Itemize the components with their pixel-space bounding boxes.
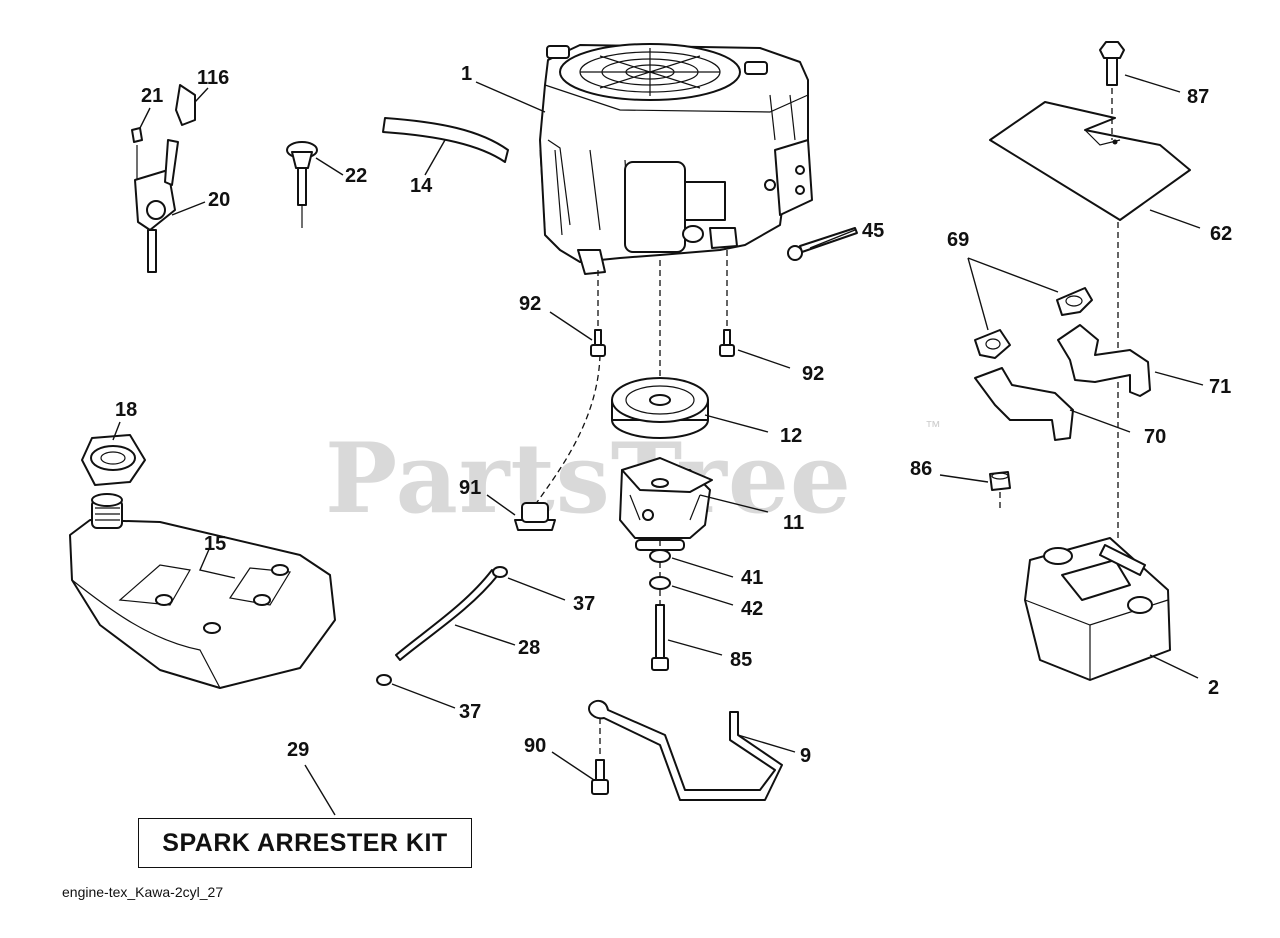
bracket-9	[588, 699, 783, 801]
washer-42	[649, 576, 671, 590]
callout-116: 116	[197, 67, 229, 89]
callout-11: 11	[783, 512, 804, 534]
callout-9: 9	[800, 745, 811, 767]
callout-22: 22	[345, 165, 367, 187]
fuel-hose-14	[382, 117, 509, 163]
exhaust-pipe-70	[974, 367, 1074, 441]
callout-2: 2	[1208, 677, 1219, 699]
callout-15: 15	[204, 533, 226, 555]
callout-42: 42	[741, 598, 763, 620]
muffler-2	[1024, 537, 1171, 681]
gasket-69-lower	[974, 329, 1011, 359]
callout-86: 86	[910, 458, 932, 480]
callout-28: 28	[518, 637, 540, 659]
callout-92-right: 92	[802, 363, 824, 385]
fuel-line-28	[395, 569, 499, 661]
callout-85: 85	[730, 649, 752, 671]
callout-87: 87	[1187, 86, 1209, 108]
watermark-trademark: ™	[925, 419, 941, 436]
bolt-85	[651, 604, 669, 671]
bolt-90	[591, 759, 609, 795]
callout-labels: 1 2 9 11 12 14 15 18 20 21 22 28 29 37 3…	[115, 63, 1232, 767]
drain-plug-22	[286, 141, 318, 228]
callout-14: 14	[410, 175, 433, 197]
callout-12: 12	[780, 425, 802, 447]
callout-90: 90	[524, 735, 546, 757]
callout-29: 29	[287, 739, 309, 761]
callout-41: 41	[741, 567, 763, 589]
watermark-text: PartsTree	[325, 422, 852, 535]
heat-shield-62	[989, 101, 1191, 221]
callout-70: 70	[1144, 426, 1166, 448]
callout-37-bottom: 37	[459, 701, 481, 723]
pulley	[611, 377, 709, 439]
callout-20: 20	[208, 189, 230, 211]
callout-92-left: 92	[519, 293, 541, 315]
callout-21: 21	[141, 85, 163, 107]
spacer-91	[514, 502, 556, 531]
callout-91: 91	[459, 477, 481, 499]
callout-1: 1	[461, 63, 472, 85]
callout-62: 62	[1210, 223, 1232, 245]
throttle-control	[131, 84, 196, 273]
callout-37-top: 37	[573, 593, 595, 615]
clamp-37-bottom	[376, 674, 392, 686]
callout-69: 69	[947, 229, 969, 251]
callout-45: 45	[862, 220, 884, 242]
clamp-37-top	[492, 566, 508, 578]
spark-arrester-kit-label: SPARK ARRESTER KIT	[162, 828, 448, 857]
exhaust-pipe-71	[1057, 324, 1151, 397]
callout-18: 18	[115, 399, 137, 421]
spark-arrester-kit-box: SPARK ARRESTER KIT	[138, 818, 472, 868]
washer-41	[649, 549, 671, 563]
engine-assembly	[539, 43, 813, 275]
callout-71: 71	[1209, 376, 1231, 398]
bolt-92-left	[590, 329, 606, 357]
fuel-tank-15	[69, 493, 336, 689]
nut-86	[989, 471, 1011, 491]
diagram-code: engine-tex_Kawa-2cyl_27	[62, 884, 224, 900]
gasket-69-upper	[1056, 287, 1093, 316]
fuel-cap-18	[81, 434, 146, 486]
bolt-92-right	[719, 329, 735, 357]
screw-87	[1099, 41, 1125, 86]
leader-lines	[112, 74, 1204, 816]
